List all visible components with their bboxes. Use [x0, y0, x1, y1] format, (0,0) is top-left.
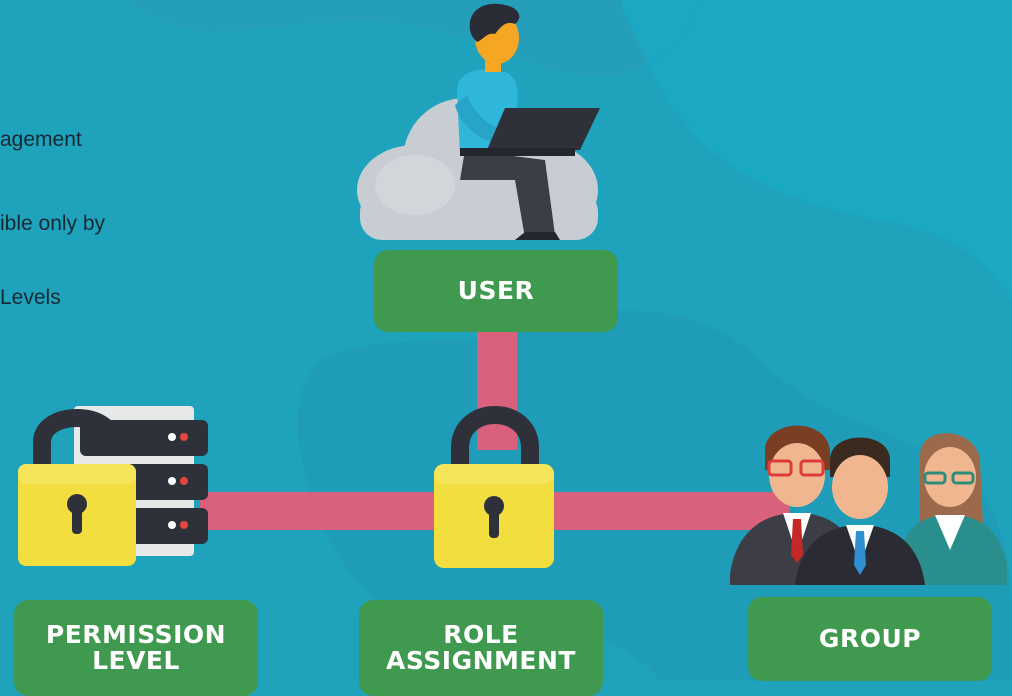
padlock-icon [434, 406, 554, 568]
left-connector [200, 492, 450, 530]
permission-label-line-1: PERMISSION [45, 619, 227, 649]
intro-line-2: ible only by [0, 212, 106, 235]
connectors [200, 330, 790, 530]
user-label: USER [457, 275, 535, 305]
role-assignment-node: ROLE ASSIGNMENT [359, 600, 603, 696]
role-label-line-2: ASSIGNMENT [386, 646, 576, 675]
user-laptop-icon [357, 3, 600, 240]
permission-label-line-2: LEVEL [92, 646, 180, 675]
group-label: GROUP [818, 623, 922, 653]
server-lock-icon [18, 406, 208, 566]
intro-line-3: Levels [0, 286, 61, 309]
people-group-icon [730, 425, 1007, 585]
intro-line-1: agement [0, 128, 82, 151]
vertical-connector [477, 330, 517, 450]
permission-level-node: PERMISSION LEVEL [14, 600, 258, 696]
group-node: GROUP [748, 597, 992, 681]
user-node: USER [374, 250, 618, 332]
right-connector [540, 492, 790, 530]
role-label-line-1: ROLE [443, 619, 519, 649]
intro-text: agement ible only by Levels [0, 70, 106, 309]
